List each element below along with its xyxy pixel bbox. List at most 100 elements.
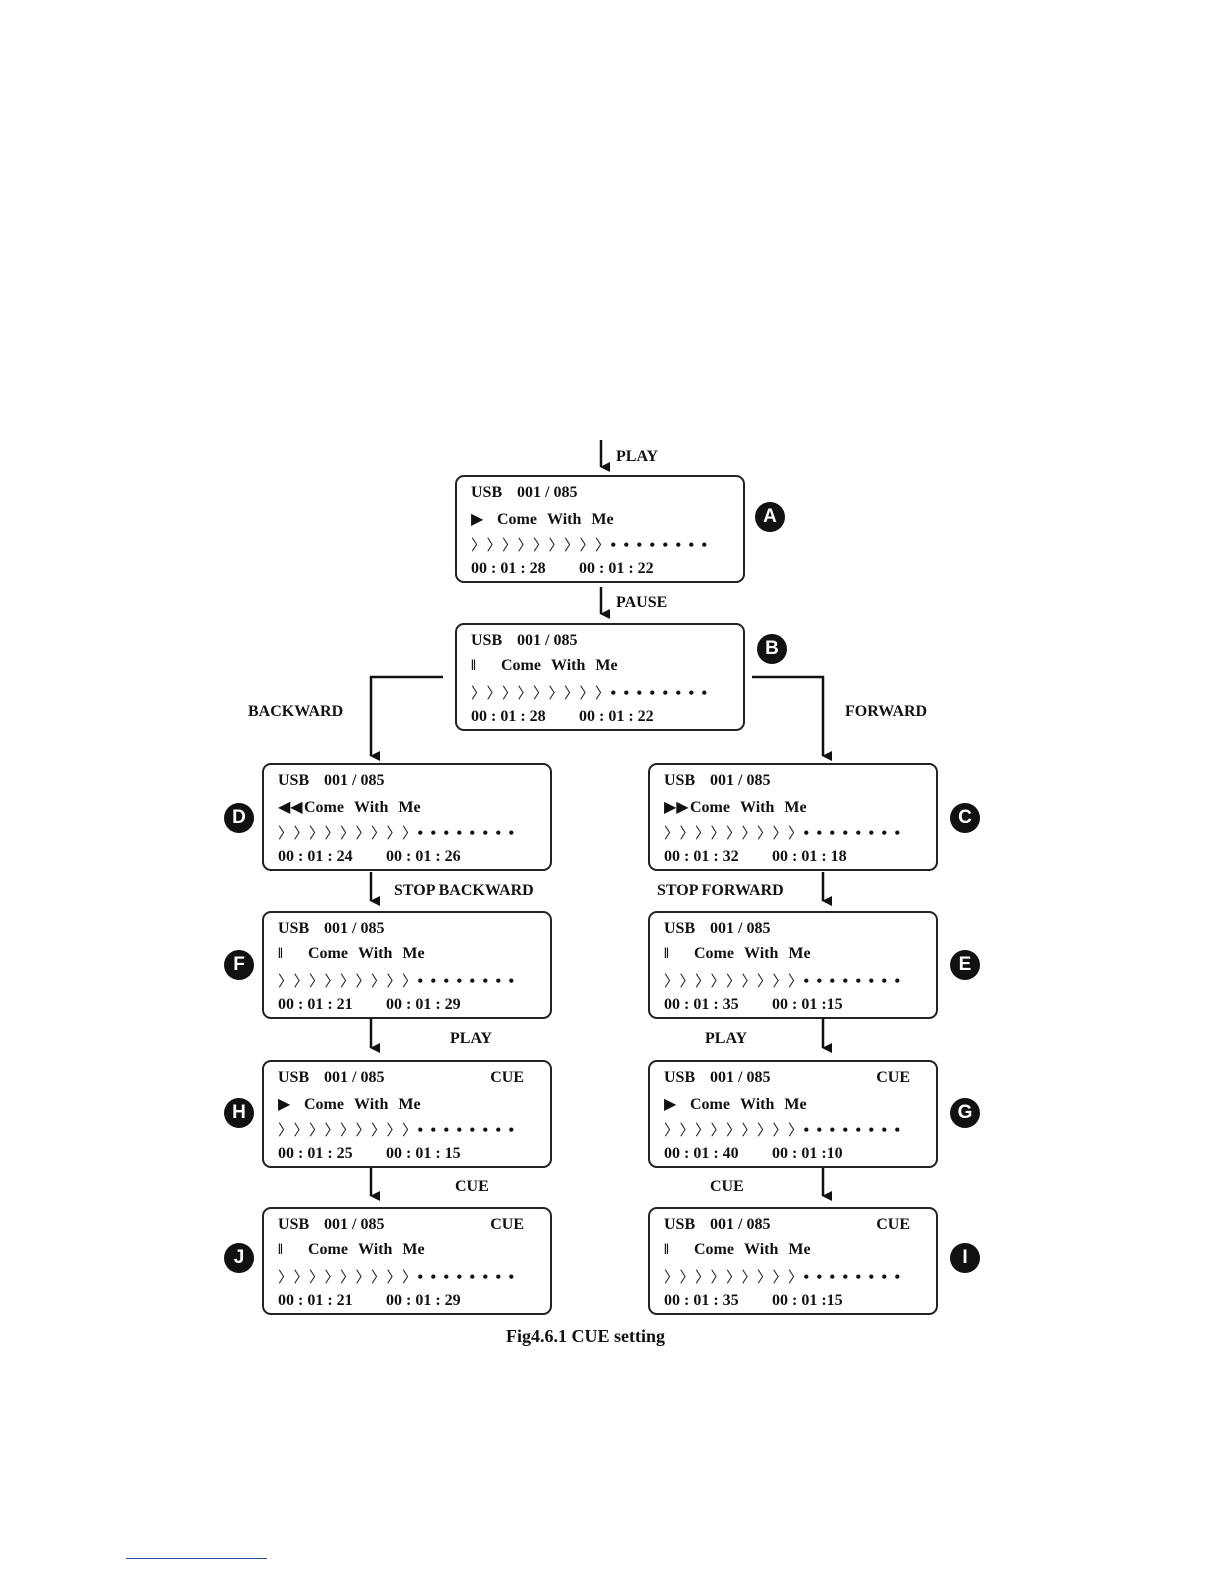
progress-segment-filled: 〉	[741, 826, 757, 842]
progress-segment-empty: •	[881, 973, 888, 990]
progress-segment-filled: 〉	[679, 974, 695, 990]
progress-segment-empty: •	[649, 685, 656, 702]
progress-segment-empty: •	[701, 685, 708, 702]
source-label: USB	[278, 1216, 310, 1233]
progress-segment-empty: •	[636, 537, 643, 554]
elapsed-time: 00 : 01 : 28	[471, 708, 546, 725]
track-counter: 001 / 085	[324, 1069, 385, 1086]
progress-segment-empty: •	[855, 825, 862, 842]
fast-forward-icon: ▶▶	[664, 799, 689, 816]
progress-segment-empty: •	[469, 1269, 476, 1286]
state-badge-h: H	[224, 1098, 254, 1128]
remaining-time: 00 : 01 :15	[772, 996, 843, 1013]
play-icon: ▶	[471, 511, 484, 528]
progress-segment-empty: •	[610, 537, 617, 554]
progress-segment-filled: 〉	[664, 1270, 680, 1286]
source-label: USB	[664, 772, 696, 789]
progress-segment-empty: •	[623, 685, 630, 702]
progress-segment-empty: •	[495, 825, 502, 842]
progress-segment-filled: 〉	[788, 1270, 804, 1286]
progress-segment-filled: 〉	[309, 1270, 325, 1286]
progress-bar: 〉〉〉〉〉〉〉〉〉••••••••	[471, 682, 715, 703]
progress-segment-empty: •	[417, 825, 424, 842]
progress-segment-filled: 〉	[371, 826, 387, 842]
progress-segment-empty: •	[456, 1122, 463, 1139]
progress-segment-empty: •	[868, 973, 875, 990]
progress-segment-filled: 〉	[679, 1123, 695, 1139]
progress-segment-filled: 〉	[386, 1270, 402, 1286]
progress-bar: 〉〉〉〉〉〉〉〉〉••••••••	[664, 970, 908, 991]
elapsed-time: 00 : 01 : 28	[471, 560, 546, 577]
track-title-word: With	[739, 799, 775, 816]
progress-segment-filled: 〉	[564, 538, 580, 554]
progress-segment-filled: 〉	[788, 974, 804, 990]
remaining-time: 00 : 01 : 29	[386, 996, 461, 1013]
remaining-time: 00 : 01 : 18	[772, 848, 847, 865]
progress-segment-filled: 〉	[355, 826, 371, 842]
progress-segment-empty: •	[482, 825, 489, 842]
progress-segment-empty: •	[482, 1269, 489, 1286]
progress-segment-filled: 〉	[533, 538, 549, 554]
progress-bar: 〉〉〉〉〉〉〉〉〉••••••••	[664, 822, 908, 843]
progress-segment-filled: 〉	[278, 1123, 294, 1139]
progress-segment-filled: 〉	[595, 538, 611, 554]
progress-segment-filled: 〉	[371, 974, 387, 990]
state-badge-i: I	[950, 1243, 980, 1273]
progress-segment-empty: •	[482, 1122, 489, 1139]
progress-segment-empty: •	[430, 825, 437, 842]
progress-segment-empty: •	[829, 1269, 836, 1286]
progress-segment-filled: 〉	[309, 974, 325, 990]
progress-segment-filled: 〉	[340, 1123, 356, 1139]
state-badge-f: F	[224, 950, 254, 980]
track-title-word: Me	[784, 1096, 807, 1113]
progress-segment-empty: •	[688, 537, 695, 554]
progress-segment-empty: •	[701, 537, 708, 554]
progress-segment-empty: •	[881, 825, 888, 842]
track-counter: 001 / 085	[710, 1069, 771, 1086]
remaining-time: 00 : 01 : 15	[386, 1145, 461, 1162]
progress-segment-filled: 〉	[695, 974, 711, 990]
progress-segment-filled: 〉	[788, 826, 804, 842]
progress-bar: 〉〉〉〉〉〉〉〉〉••••••••	[471, 534, 715, 555]
track-title-word: Me	[398, 1096, 421, 1113]
progress-segment-filled: 〉	[757, 826, 773, 842]
progress-segment-filled: 〉	[679, 1270, 695, 1286]
track-title-word: With	[743, 1241, 779, 1258]
remaining-time: 00 : 01 : 22	[579, 560, 654, 577]
progress-segment-filled: 〉	[517, 538, 533, 554]
progress-segment-filled: 〉	[293, 1270, 309, 1286]
progress-segment-empty: •	[842, 973, 849, 990]
progress-segment-empty: •	[881, 1269, 888, 1286]
progress-segment-filled: 〉	[533, 686, 549, 702]
progress-segment-filled: 〉	[324, 974, 340, 990]
progress-segment-filled: 〉	[772, 974, 788, 990]
track-title-word: Come	[497, 511, 537, 528]
progress-segment-empty: •	[443, 825, 450, 842]
progress-segment-filled: 〉	[741, 1123, 757, 1139]
progress-segment-filled: 〉	[293, 1123, 309, 1139]
play-icon: ▶	[664, 1096, 677, 1113]
time-row: 00 : 01 : 28 00 : 01 : 22	[471, 560, 654, 578]
progress-segment-empty: •	[662, 537, 669, 554]
progress-segment-filled: 〉	[757, 1270, 773, 1286]
label-play: PLAY	[616, 448, 659, 465]
label-stop-backward: STOP BACKWARD	[394, 882, 534, 899]
progress-segment-filled: 〉	[371, 1270, 387, 1286]
progress-segment-empty: •	[456, 1269, 463, 1286]
progress-segment-empty: •	[443, 973, 450, 990]
source-label: USB	[278, 1069, 310, 1086]
progress-segment-filled: 〉	[664, 974, 680, 990]
progress-segment-filled: 〉	[517, 686, 533, 702]
progress-segment-filled: 〉	[502, 538, 518, 554]
